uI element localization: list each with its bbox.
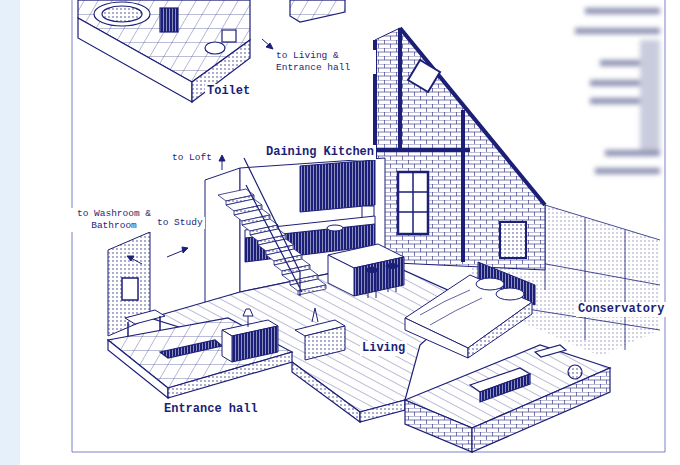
entrance-platform [108, 318, 292, 398]
room-label: Daining Kitchen [264, 145, 376, 160]
room-label: Living [360, 341, 407, 356]
frame [72, 0, 665, 452]
direction-label: to Loft [170, 152, 214, 164]
deck [405, 345, 610, 452]
room-label: Entrance hall [162, 402, 260, 417]
kitchen-island [328, 244, 404, 298]
side-band [0, 0, 20, 465]
bed [405, 262, 535, 358]
direction-arrow [262, 39, 273, 49]
gable-wall [375, 28, 545, 270]
direction-label: to Study [155, 217, 205, 229]
room-label: Conservatory [576, 302, 666, 317]
room-label: Toilet [205, 84, 252, 99]
counter [222, 308, 345, 362]
blurred-text [575, 8, 660, 174]
partition-wall [108, 232, 165, 338]
direction-label: to Living & Entrance hall [274, 50, 376, 74]
direction-label: to Washroom & Bathroom [64, 208, 164, 232]
staircase [218, 158, 326, 296]
